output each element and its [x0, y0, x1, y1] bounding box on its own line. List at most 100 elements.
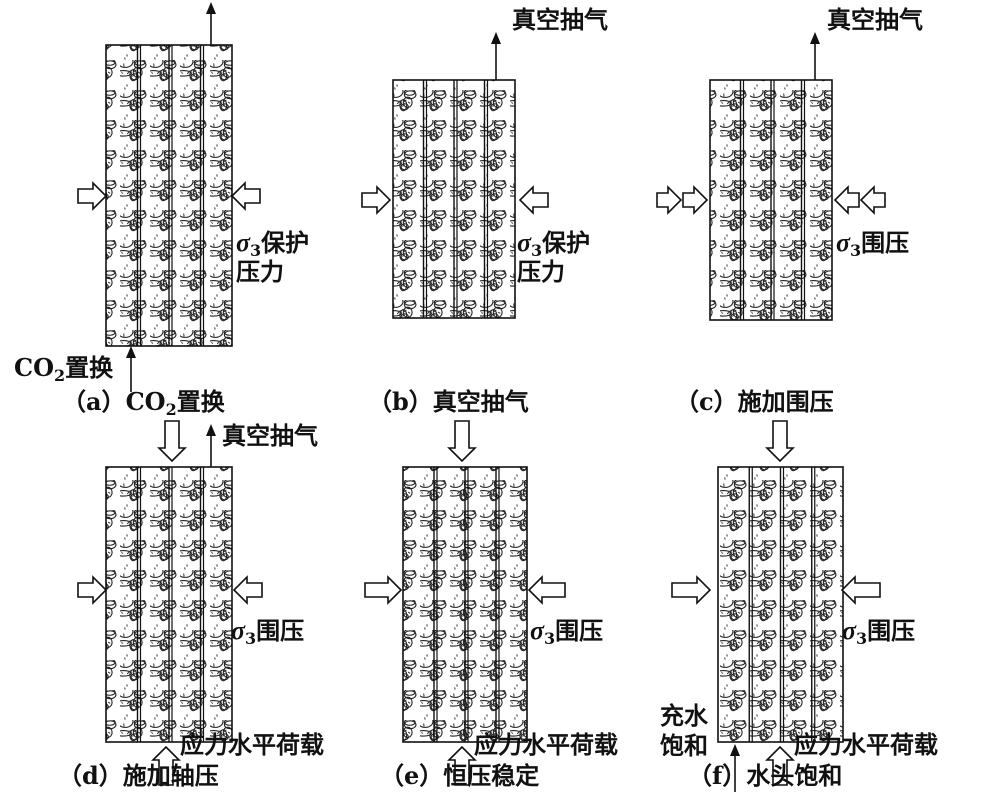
text: 保护: [261, 228, 310, 257]
specimen-f: [717, 466, 844, 743]
text: CO: [125, 387, 166, 416]
text: 充水: [660, 701, 708, 730]
text: 3: [544, 629, 556, 648]
caption-f: （f）水头饱和: [688, 764, 842, 788]
text: 3: [245, 629, 257, 648]
confining-arrow-right-f: [840, 575, 881, 605]
text: CO: [14, 353, 55, 382]
axial-load-arrow-e: [447, 420, 477, 463]
confining-arrow-right-c2: [859, 185, 886, 215]
text: σ: [517, 228, 532, 257]
confining-arrow-left-c1: [656, 185, 683, 215]
text: 围压: [861, 228, 910, 257]
confining-pressure-label: σ3围压: [530, 618, 603, 647]
confining-arrow-right-d: [232, 575, 263, 605]
text: 恒压稳定: [443, 761, 540, 790]
text: 真空抽气: [432, 387, 529, 416]
text: 压力: [517, 257, 565, 286]
text: （f）: [688, 761, 747, 790]
text: 压力: [236, 257, 284, 286]
text: σ: [530, 616, 545, 645]
text: σ: [836, 228, 851, 257]
water-label-f-line2: 饱和: [660, 734, 708, 758]
text: 保护: [542, 228, 591, 257]
stress-load-label-e: 应力水平荷载: [474, 733, 618, 757]
text: 3: [250, 241, 262, 260]
text: 围压: [256, 616, 305, 645]
confining-arrow-left-e: [364, 575, 403, 605]
confining-arrow-right-c1: [833, 185, 860, 215]
specimen-c: [709, 79, 833, 321]
text: σ: [231, 616, 246, 645]
text: 应力水平荷载: [474, 730, 618, 759]
specimen-b: [392, 79, 516, 319]
axial-load-arrow-f: [765, 420, 795, 463]
confining-pressure-label: σ3围压: [842, 618, 915, 647]
confining-pressure-label: σ3围压: [836, 230, 909, 259]
confining-pressure-label: σ3围压: [231, 618, 304, 647]
text: 施加围压: [737, 387, 834, 416]
text: 置换: [176, 387, 225, 416]
vacuum-label-c: 真空抽气: [827, 8, 923, 32]
text: 2: [54, 366, 66, 385]
vacuum-label-d: 真空抽气: [222, 424, 318, 448]
text: 真空抽气: [222, 421, 318, 450]
confining-arrow-left-a: [77, 181, 108, 211]
text: 应力水平荷载: [794, 730, 938, 759]
text: （b）: [368, 387, 433, 416]
vacuum-arrow-c: [810, 32, 820, 80]
vacuum-arrow-b: [491, 32, 501, 80]
confining-pressure-label: σ3保护: [236, 230, 309, 259]
text: 围压: [867, 616, 916, 645]
confining-arrow-left-f: [671, 575, 712, 605]
stress-load-arrow-d: [151, 745, 181, 786]
co2-inlet-label: CO2置换: [14, 356, 113, 384]
caption-c: （c）施加围压: [675, 390, 834, 414]
stress-load-arrow-e: [447, 745, 477, 786]
water-label-f: 充水: [660, 704, 708, 728]
co2-inlet-arrow-a: [126, 346, 136, 392]
text: 3: [850, 241, 862, 260]
text: 围压: [555, 616, 604, 645]
confining-arrow-left-c2: [682, 185, 709, 215]
confining-pressure-label-line2: 压力: [236, 260, 284, 284]
specimen-d: [105, 466, 233, 743]
vacuum-label-b: 真空抽气: [512, 8, 608, 32]
caption-b: （b）真空抽气: [368, 390, 529, 414]
text: 3: [856, 629, 868, 648]
text: 应力水平荷载: [180, 730, 324, 759]
text: 水头饱和: [746, 761, 843, 790]
specimen-a: [105, 44, 233, 347]
confining-arrow-right-a: [230, 181, 261, 211]
confining-arrow-right-e: [527, 575, 566, 605]
caption-a: （a）CO2置换: [62, 390, 225, 418]
water-inlet-arrow-f: [730, 744, 740, 792]
confining-pressure-label: σ3保护: [517, 230, 590, 259]
text: 施加轴压: [122, 761, 219, 790]
text: σ: [842, 616, 857, 645]
text: 饱和: [660, 731, 708, 760]
confining-arrow-right-b: [518, 185, 549, 215]
vacuum-arrow-d: [206, 424, 216, 467]
caption-e: （e）恒压稳定: [380, 764, 539, 788]
gas-outlet-arrow-a: [206, 2, 216, 45]
text: 3: [531, 241, 543, 260]
axial-load-arrow-d: [157, 420, 187, 463]
text: （c）: [675, 387, 738, 416]
confining-pressure-label-line2: 压力: [517, 260, 565, 284]
text: （d）: [58, 761, 123, 790]
text: σ: [236, 228, 251, 257]
text: （e）: [380, 761, 444, 790]
stress-load-label-f: 应力水平荷载: [794, 733, 938, 757]
text: 2: [165, 400, 177, 419]
confining-arrow-left-b: [361, 185, 392, 215]
text: （a）: [62, 387, 126, 416]
text: 置换: [65, 353, 114, 382]
confining-arrow-left-d: [77, 575, 108, 605]
specimen-e: [402, 466, 528, 743]
stress-load-label-d: 应力水平荷载: [180, 733, 324, 757]
caption-d: （d）施加轴压: [58, 764, 219, 788]
text: 真空抽气: [827, 5, 923, 34]
